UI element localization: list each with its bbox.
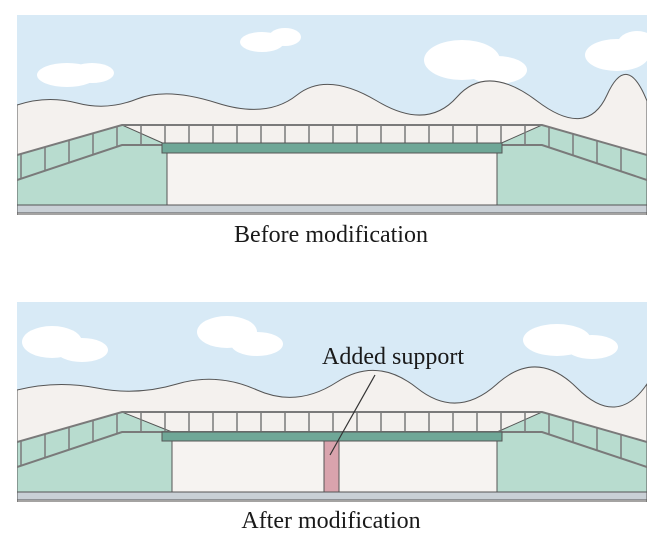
under-bridge-opening	[166, 152, 498, 206]
caption-before: Before modification	[234, 222, 428, 248]
railing-rail	[17, 124, 647, 156]
clouds	[22, 316, 618, 362]
bridge-before-panel	[17, 15, 647, 215]
road-surface	[17, 491, 647, 501]
bridge-after-panel	[17, 302, 647, 502]
clouds	[37, 28, 647, 87]
bridge-deck	[161, 431, 503, 442]
road-surface	[17, 204, 647, 214]
caption-after: After modification	[241, 508, 421, 534]
added-support-label: Added support	[322, 344, 464, 370]
bridge-before-illustration	[17, 15, 647, 215]
bridge-after-illustration	[17, 302, 647, 502]
bridge-deck	[161, 142, 503, 154]
added-support-column	[323, 440, 340, 493]
